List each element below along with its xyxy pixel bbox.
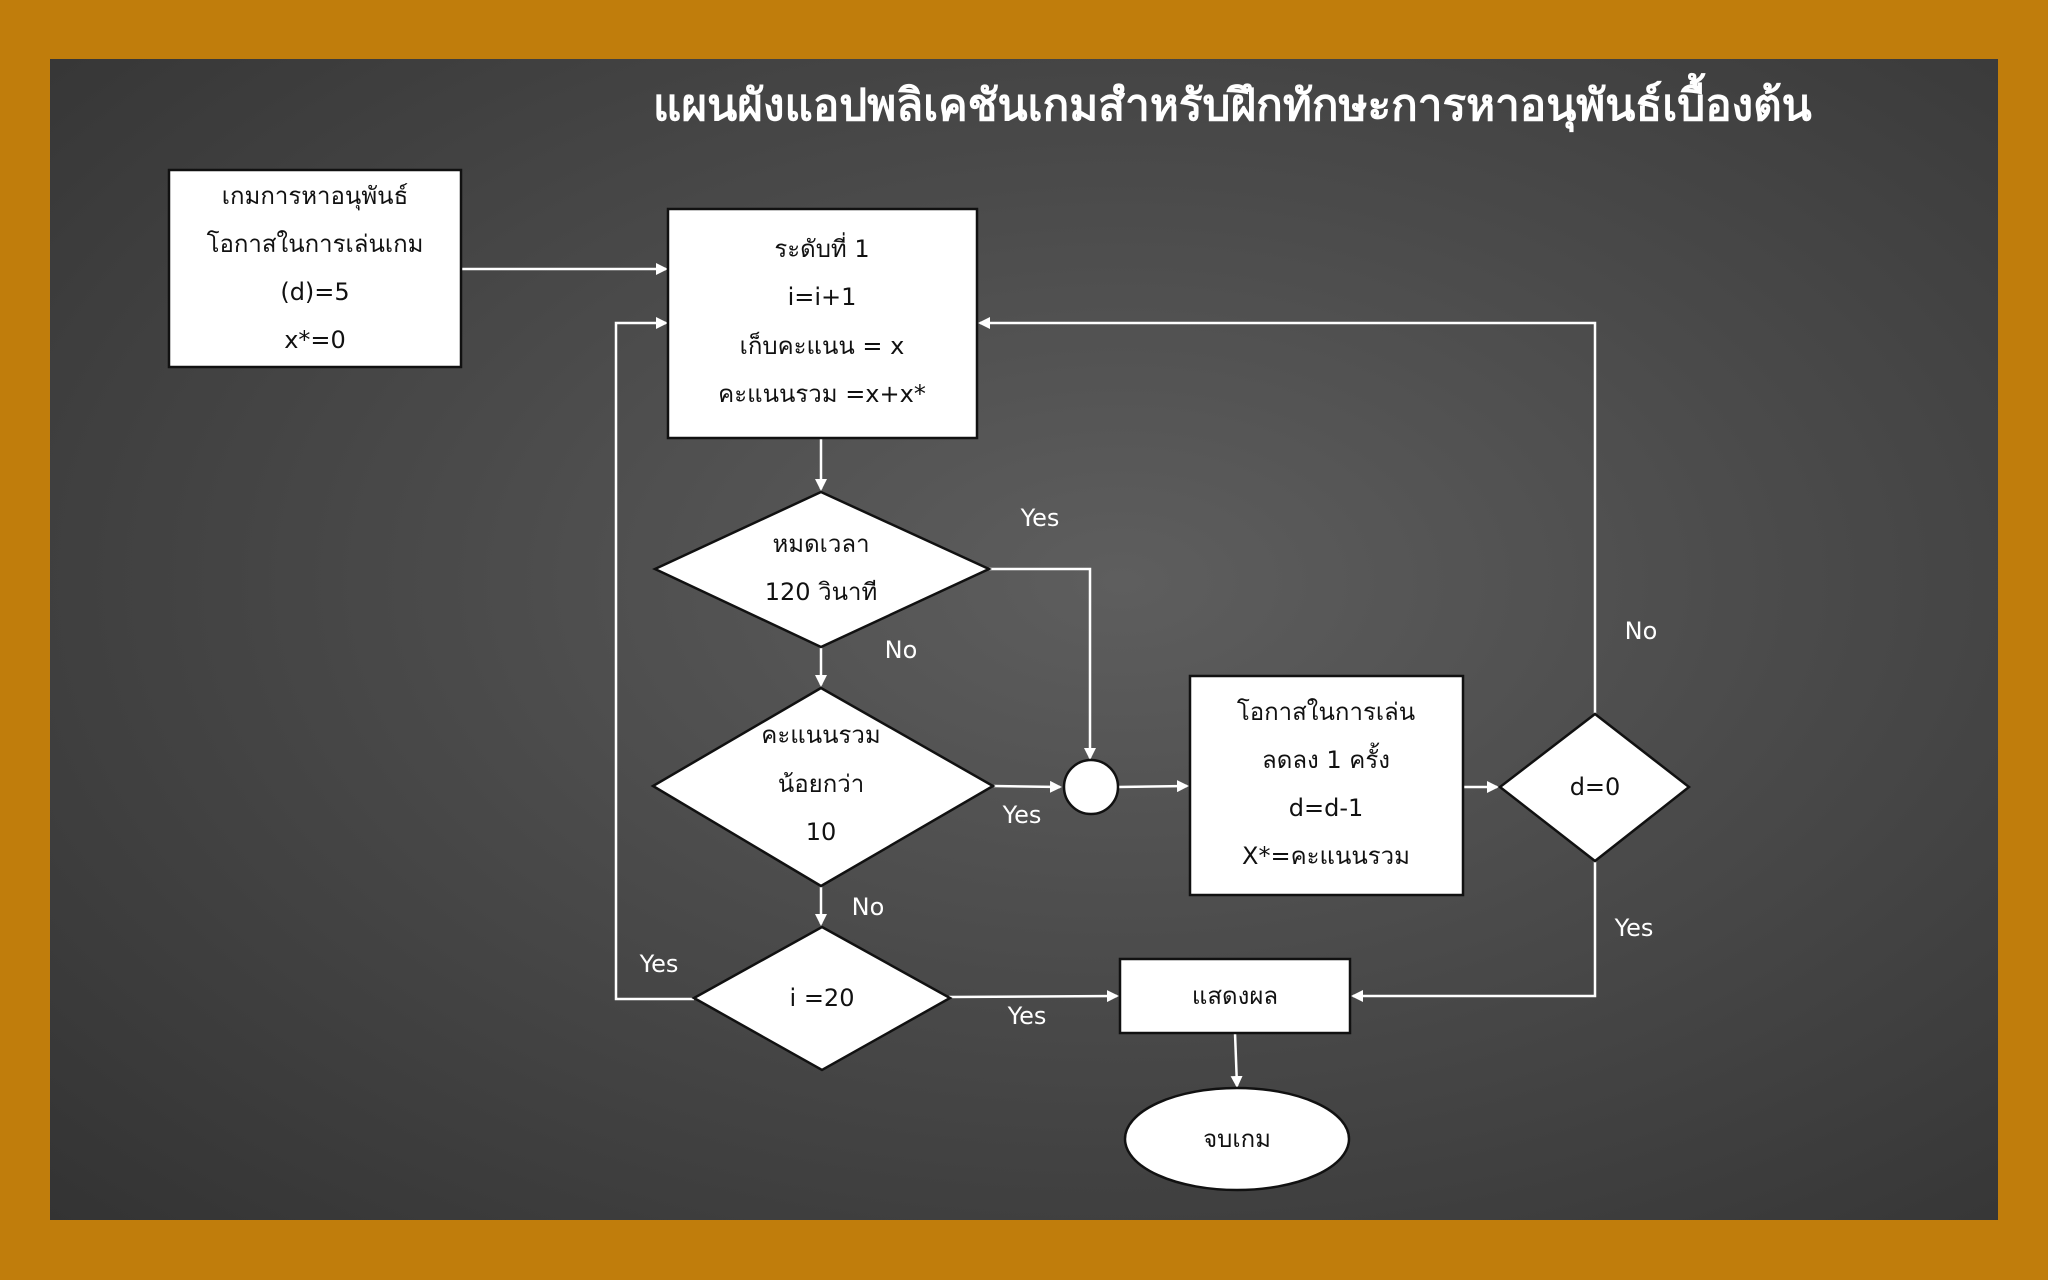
level-line-1: ระดับที่ 1 [774,232,869,263]
d-check-diamond: d=0 [1497,712,1692,863]
edge-i-yes-loop [614,317,694,1001]
edge-labels: Yes No Yes No Yes Yes No Yes [639,504,1658,1030]
label-score-no: No [852,893,885,921]
edge-join-to-chance [1117,780,1189,793]
level-line-2: i=i+1 [788,283,857,311]
chance-line-4: X*=คะแนนรวม [1242,842,1410,870]
edge-show-to-end [1230,1032,1243,1088]
edge-time-yes-to-join [989,567,1096,760]
chance-box: โอกาสในการเล่น ลดลง 1 ครั้ง d=d-1 X*=คะแ… [1188,674,1465,897]
chance-line-2: ลดลง 1 ครั้ง [1262,742,1390,774]
label-i-yes-loop: Yes [639,950,679,978]
label-d-yes: Yes [1614,914,1654,942]
end-terminal: จบเกม [1123,1086,1351,1192]
page-title: แผนผังแอปพลิเคชันเกมสำหรับฝึกทักษะการหาอ… [653,80,1812,131]
join-connector [1062,758,1120,816]
label-score-yes: Yes [1002,801,1042,829]
i-check-label: i =20 [790,984,855,1012]
show-result-label: แสดงผล [1192,982,1278,1010]
end-label: จบเกม [1203,1125,1271,1153]
edges [461,263,1597,1088]
label-time-no: No [885,636,918,664]
start-line-3: (d)=5 [280,278,349,306]
time-check-line-1: หมดเวลา [772,530,869,558]
show-result-box: แสดงผล [1118,957,1352,1035]
edge-d-yes-to-show [1351,861,1597,1002]
score-check-line-2: น้อยกว่า [778,770,864,798]
start-line-1: เกมการหาอนุพันธ์ [222,182,408,211]
label-d-no: No [1625,617,1658,645]
chance-line-3: d=d-1 [1289,794,1364,822]
start-line-2: โอกาสในการเล่นเกม [207,230,424,258]
score-check-line-1: คะแนนรวม [761,721,880,749]
i-check-diamond: i =20 [691,925,953,1072]
edge-score-yes-to-join [993,780,1062,793]
label-i-yes-show: Yes [1007,1002,1047,1030]
edge-i-yes-to-show [948,990,1119,1003]
label-time-yes: Yes [1020,504,1060,532]
d-check-label: d=0 [1570,773,1621,801]
time-check-line-2: 120 วินาที [765,578,878,606]
edge-d-no-loop [978,317,1597,714]
score-check-diamond: คะแนนรวม น้อยกว่า 10 [650,686,996,888]
level-line-3: เก็บคะแนน = x [740,331,905,360]
level-box: ระดับที่ 1 i=i+1 เก็บคะแนน = x คะแนนรวม … [666,207,979,440]
time-check-diamond: หมดเวลา 120 วินาที [652,490,992,649]
level-line-4: คะแนนรวม =x+x* [718,380,926,408]
chance-line-1: โอกาสในการเล่น [1237,698,1415,726]
score-check-line-3: 10 [806,818,837,846]
start-box: เกมการหาอนุพันธ์ โอกาสในการเล่นเกม (d)=5… [167,168,463,369]
start-line-4: x*=0 [284,326,346,354]
